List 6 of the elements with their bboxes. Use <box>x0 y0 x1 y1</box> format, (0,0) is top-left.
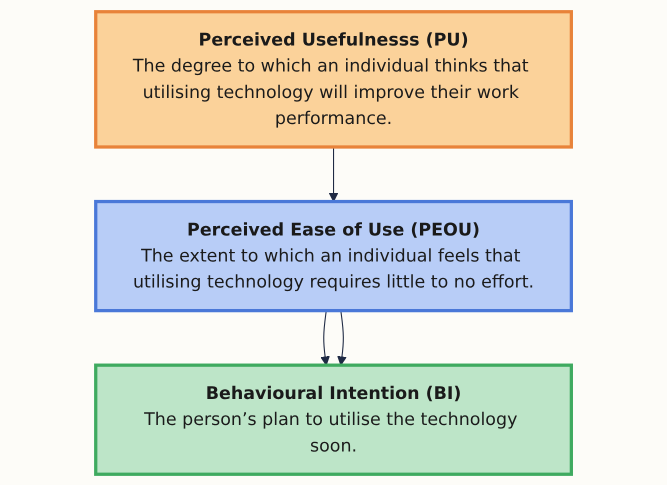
arrow <box>320 310 330 366</box>
arrow <box>337 310 347 366</box>
node-box: Perceived Ease of Use (PEOU) The extent to which an individual feels that utilising technology requires little to no effort. <box>94 199 573 312</box>
node-box: Perceived Usefulnesss (PU) The degree to which an individual thinks that utilising technology will improve their work performance. <box>94 10 573 148</box>
node-box: Behavioural Intention (BI) The person’s plan to utilise the technology soon. <box>94 363 573 476</box>
arrow <box>328 146 338 202</box>
